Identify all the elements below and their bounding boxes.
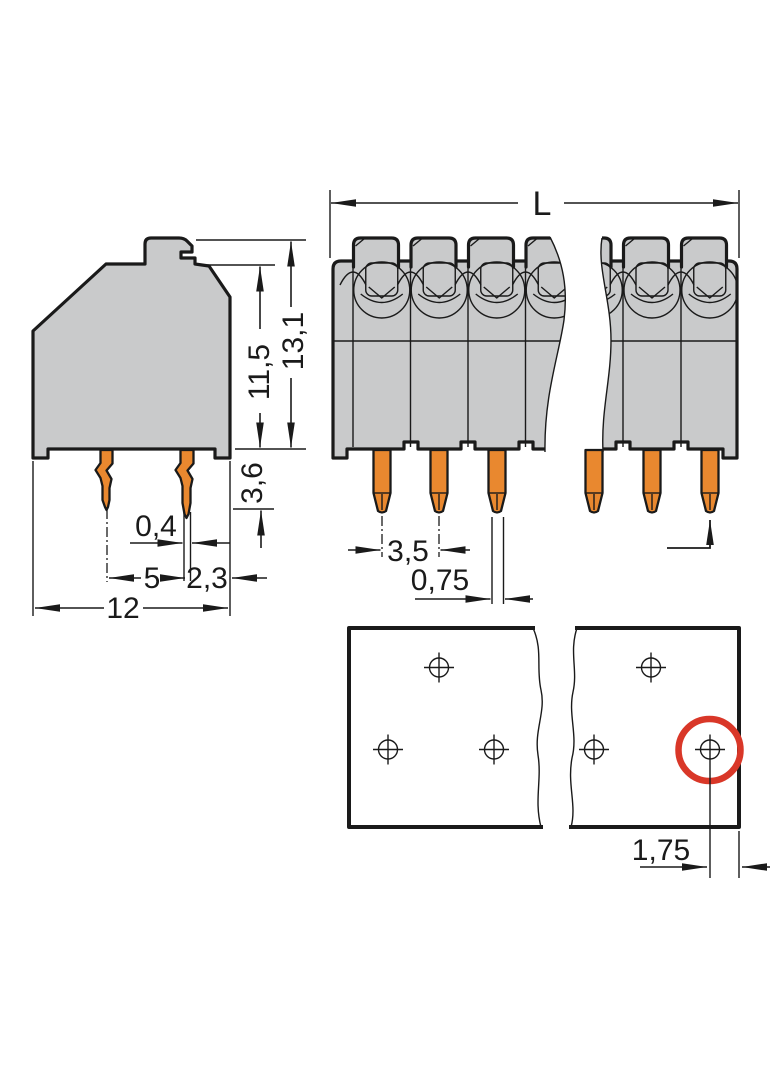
side-view: 13,1 11,5 3,6 0,4 5 2,3 <box>31 236 310 625</box>
dim-pin-pitch-label: 5 <box>144 562 161 595</box>
solder-pin-left <box>94 448 114 512</box>
latch-tab <box>621 236 671 269</box>
dim-total-length: L <box>329 185 740 258</box>
dim-pole-pitch-label: 3,5 <box>387 535 429 568</box>
housing-right-section <box>600 236 739 460</box>
solder-pin <box>487 448 507 514</box>
dim-total-height: 13,1 <box>277 241 310 448</box>
latch-tab <box>466 236 516 269</box>
solder-pin <box>429 448 449 514</box>
dim-pin-to-edge-label: 2,3 <box>186 562 228 595</box>
dim-hole-to-edge: 1,75 <box>632 764 770 878</box>
front-solder-pins <box>372 448 720 514</box>
dim-total-length-label: L <box>533 185 552 223</box>
housing-side-body <box>31 236 232 460</box>
housing-right-body <box>600 259 739 460</box>
solder-pin <box>642 448 662 514</box>
drill-hole <box>424 652 454 683</box>
dim-pin-to-edge: 2,3 <box>186 562 267 595</box>
latch-tab <box>600 236 613 269</box>
latch-tab <box>679 236 729 269</box>
clamp-unit <box>681 261 739 319</box>
dim-body-height: 11,5 <box>243 266 276 448</box>
break-line-left <box>544 236 567 453</box>
dim-pole-pitch: 3,5 <box>348 516 470 568</box>
pin-pointer-arrow <box>667 520 714 549</box>
clamp-unit <box>623 261 681 319</box>
clamp-unit <box>353 261 411 319</box>
solder-pin-right <box>174 448 195 520</box>
solder-pin <box>372 448 392 514</box>
dim-front-pin-width-label: 0,75 <box>411 564 469 597</box>
solder-pin <box>584 448 604 514</box>
drill-hole <box>636 652 666 683</box>
drill-hole <box>579 734 609 765</box>
dim-pin-protrusion-label: 3,6 <box>236 462 269 504</box>
pcb-left-section <box>347 626 543 829</box>
latch-tab <box>351 236 401 269</box>
dim-pin-width-label: 0,4 <box>135 510 177 543</box>
housing-left-body <box>331 259 566 460</box>
front-view: L 3,5 0,75 <box>329 185 740 604</box>
dim-depth-label: 12 <box>106 592 139 625</box>
drill-hole <box>479 734 509 765</box>
dim-pin-protrusion: 3,6 <box>236 462 269 548</box>
break-line-right <box>600 237 612 453</box>
drill-hole <box>373 734 403 765</box>
housing-left-section <box>331 236 566 460</box>
pcb-right-section <box>569 626 741 829</box>
dim-total-height-label: 13,1 <box>277 312 310 370</box>
dim-hole-to-edge-label: 1,75 <box>632 834 690 867</box>
clamp-unit <box>525 261 566 319</box>
dim-pin-width: 0,4 <box>130 510 230 547</box>
drilling-plan: 1,75 <box>347 626 770 878</box>
drill-hole-highlighted <box>695 734 725 765</box>
dim-depth: 12 <box>35 592 228 625</box>
latch-tab <box>409 236 458 269</box>
pcb-right-break <box>569 627 578 828</box>
dim-pin-pitch: 5 <box>109 562 185 595</box>
solder-pin <box>700 448 720 514</box>
dim-body-height-label: 11,5 <box>243 344 276 400</box>
pcb-left-break <box>532 627 543 828</box>
clamp-unit <box>468 261 526 319</box>
clamp-unit <box>410 261 468 319</box>
dim-front-pin-width: 0,75 <box>411 517 533 604</box>
